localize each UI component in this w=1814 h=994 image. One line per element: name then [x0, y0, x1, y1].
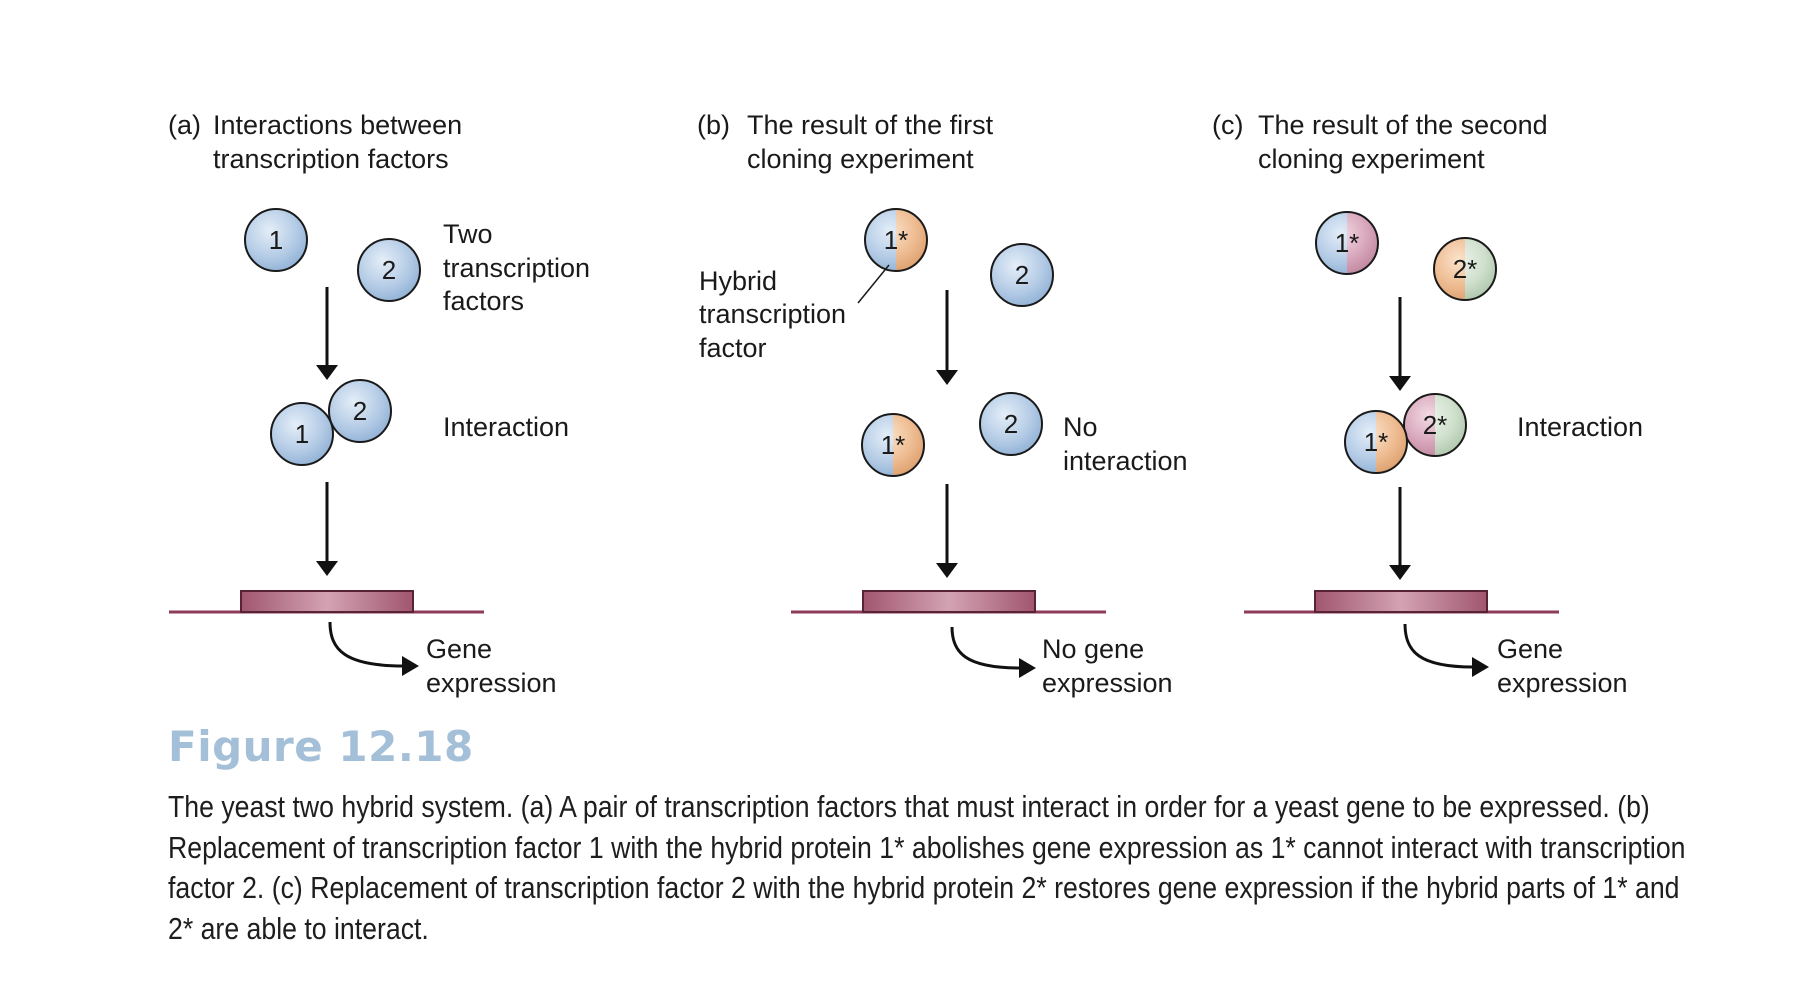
figure-title: Figure 12.18 [168, 722, 474, 771]
factor-2-circle: 2 [357, 238, 421, 302]
down-arrow [316, 287, 338, 380]
hybrid-factor-1-circle: 1* [864, 208, 928, 272]
factor-2-label: 2 [1004, 409, 1018, 439]
interacting-hybrid-factor-2-label: 2* [1423, 410, 1448, 440]
panel-c: (c) The result of the second cloning exp… [1212, 110, 1643, 698]
panel-b-title-line2: cloning experiment [747, 144, 974, 174]
interacting-hybrid-factor-1: 1* [1344, 410, 1408, 474]
factor-2-circle: 2 [990, 243, 1054, 307]
interaction-label: Interaction [1517, 412, 1643, 442]
interacting-factor-2-label: 2 [353, 396, 367, 426]
two-tf-caption-line3: factors [443, 286, 524, 316]
panel-c-letter: (c) [1212, 110, 1243, 140]
down-arrow [936, 484, 958, 578]
outcome-label-line2: expression [1497, 668, 1628, 698]
no-interaction-line1: No [1063, 412, 1098, 442]
expression-arrow [1403, 623, 1489, 677]
hybrid-factor-2-circle: 2* [1433, 237, 1497, 301]
hybrid-leader-line [857, 264, 890, 304]
factor-2-label: 2 [1015, 260, 1029, 290]
factor-1-label: 1 [269, 225, 283, 255]
figure-caption: The yeast two hybrid system. (a) A pair … [168, 789, 1686, 946]
factor-2-no-interaction: 2 [979, 392, 1043, 456]
factor-1-circle: 1 [244, 208, 308, 272]
two-tf-caption-line1: Two [443, 219, 493, 249]
outcome-label-line2: expression [426, 668, 557, 698]
down-arrow [316, 482, 338, 576]
outcome-label-line1: Gene [426, 634, 492, 664]
gene-on-dna [791, 590, 1106, 614]
panel-c-title-line1: The result of the second [1258, 110, 1548, 140]
interacting-factor-1-label: 1 [295, 419, 309, 449]
hybrid-factor-1-label: 1* [881, 430, 906, 460]
interaction-label: Interaction [443, 412, 569, 442]
panel-a-letter: (a) [168, 110, 201, 140]
interacting-hybrid-factor-2: 2* [1403, 393, 1467, 457]
interacting-factor-1: 1 [270, 402, 334, 466]
hybrid-caption-line2: transcription [699, 299, 846, 329]
panel-a: (a) Interactions between transcription f… [168, 110, 590, 698]
expression-arrow [328, 621, 419, 676]
down-arrow [1389, 487, 1411, 580]
expression-arrow [950, 626, 1036, 678]
panel-c-title-line2: cloning experiment [1258, 144, 1485, 174]
interacting-factor-2: 2 [328, 379, 392, 443]
two-tf-caption-line2: transcription [443, 253, 590, 283]
panel-b-letter: (b) [697, 110, 730, 140]
no-interaction-line2: interaction [1063, 446, 1188, 476]
panel-a-title-line1: Interactions between [213, 110, 462, 140]
hybrid-factor-2-label: 2* [1453, 254, 1478, 284]
hybrid-caption-line1: Hybrid [699, 266, 777, 296]
panel-b-title-line1: The result of the first [747, 110, 994, 140]
gene-on-dna [169, 590, 484, 614]
factor-2-label: 2 [382, 255, 396, 285]
down-arrow [936, 290, 958, 385]
interacting-hybrid-factor-1-label: 1* [1364, 427, 1389, 457]
outcome-label-line2: expression [1042, 668, 1173, 698]
hybrid-caption-line3: factor [699, 333, 767, 363]
hybrid-factor-1-circle: 1* [1315, 211, 1379, 275]
outcome-label-line1: Gene [1497, 634, 1563, 664]
hybrid-factor-1-label: 1* [884, 225, 909, 255]
hybrid-factor-1-label: 1* [1335, 228, 1360, 258]
panel-b: (b) The result of the first cloning expe… [697, 110, 1188, 698]
outcome-label-line1: No gene [1042, 634, 1144, 664]
down-arrow [1389, 297, 1411, 391]
panel-a-title-line2: transcription factors [213, 144, 449, 174]
hybrid-factor-1-no-interaction: 1* [861, 413, 925, 477]
gene-on-dna [1244, 590, 1559, 614]
